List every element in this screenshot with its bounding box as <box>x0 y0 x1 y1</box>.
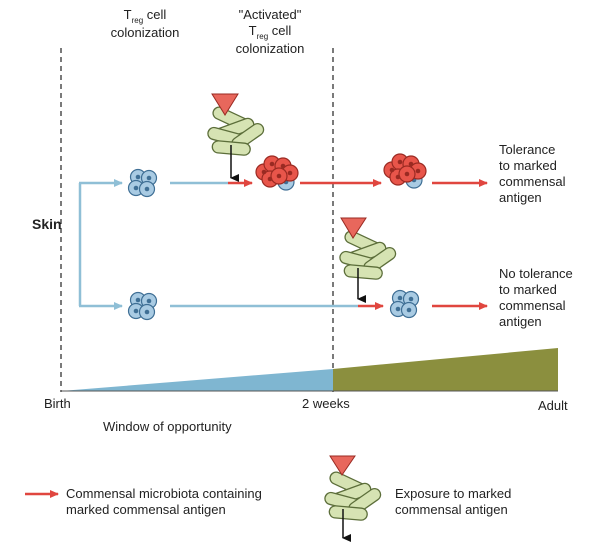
activated-word: "Activated" <box>238 7 302 22</box>
lower-exposure-icon <box>337 217 399 303</box>
no-tolerance-line-4: antigen <box>499 314 542 329</box>
no-tolerance-cell-cluster <box>389 289 420 319</box>
legend-arrow-line-1: Commensal microbiota containing <box>66 486 262 501</box>
treg-colonization-word: colonization <box>110 25 180 40</box>
tolerance-label: Tolerance to marked commensal antigen <box>499 142 599 206</box>
tolerance-line-1: Tolerance <box>499 142 556 157</box>
activated-cell-word: cell <box>268 23 292 38</box>
adult-label: Adult <box>538 398 568 413</box>
tolerance-cell-cluster <box>383 153 427 189</box>
legend-arrow-text: Commensal microbiota containing marked c… <box>66 486 306 518</box>
no-tolerance-label: No tolerance to marked commensal antigen <box>499 266 599 330</box>
no-tolerance-line-2: to marked <box>499 282 557 297</box>
window-of-opportunity-label: Window of opportunity <box>103 419 232 434</box>
no-tolerance-line-1: No tolerance <box>499 266 573 281</box>
upper-treg-cluster <box>127 168 158 198</box>
legend-exposure-line-1: Exposure to marked <box>395 486 512 501</box>
birth-label: Birth <box>44 396 71 411</box>
legend-exposure-line-2: commensal antigen <box>395 502 508 517</box>
legend-exposure-icon <box>322 455 384 542</box>
tolerance-line-2: to marked <box>499 158 557 173</box>
treg-prefix: T <box>123 7 132 22</box>
window-green-band <box>333 348 558 391</box>
legend-exposure-text: Exposure to marked commensal antigen <box>395 486 595 518</box>
activated-cell-cluster <box>255 155 299 191</box>
activated-treg-label: "Activated" Treg cell colonization <box>215 7 325 57</box>
activated-treg-prefix: T <box>248 23 257 38</box>
treg-cell-word: cell <box>143 7 167 22</box>
upper-exposure-icon <box>205 93 267 182</box>
tolerance-line-3: commensal <box>499 174 566 189</box>
treg-colonization-label: Treg cell colonization <box>100 7 190 41</box>
lower-treg-cluster <box>127 291 158 321</box>
window-blue-wedge <box>61 369 333 391</box>
skin-label: Skin <box>32 216 62 232</box>
treg-subscript: reg <box>131 16 144 25</box>
tolerance-line-4: antigen <box>499 190 542 205</box>
legend-arrow-line-2: marked commensal antigen <box>66 502 226 517</box>
no-tolerance-line-3: commensal <box>499 298 566 313</box>
two-weeks-label: 2 weeks <box>302 396 350 411</box>
activated-treg-subscript: reg <box>256 32 269 41</box>
activated-colonization-word: colonization <box>235 41 305 56</box>
